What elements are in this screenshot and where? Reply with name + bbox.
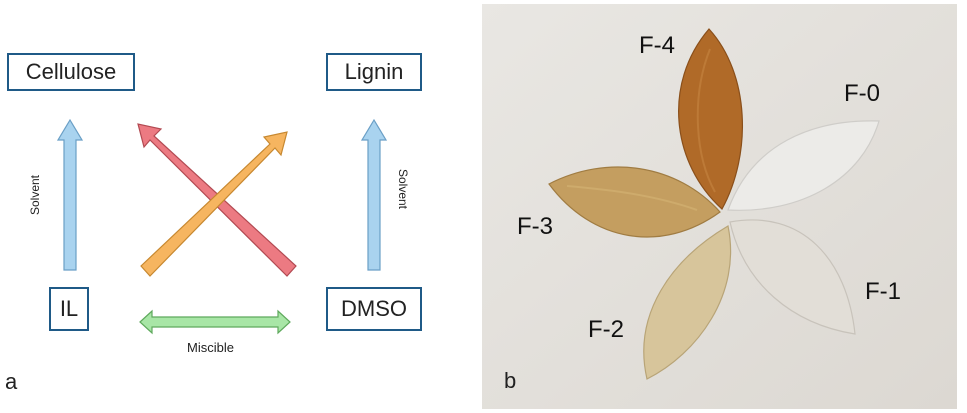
solvent-arrow-left: [56, 118, 84, 271]
films-photo: [482, 4, 957, 409]
lignin-label: Lignin: [344, 59, 404, 84]
film-label-f2: F-2: [588, 316, 624, 343]
miscible-arrow: [139, 309, 291, 335]
dmso-label: DMSO: [341, 296, 407, 321]
film-f1: [729, 219, 856, 335]
solvent-label-right: Solvent: [396, 168, 411, 210]
panel-b-photo: F-4 F-0 F-3 F-1 F-2 b: [482, 4, 957, 409]
film-f2: [643, 225, 732, 380]
film-f3: [548, 166, 721, 238]
il-box: IL: [49, 287, 89, 331]
film-label-f4: F-4: [639, 32, 675, 59]
panel-b-letter: b: [504, 368, 517, 393]
solvent-label-left: Solvent: [28, 174, 43, 216]
cellulose-box: Cellulose: [7, 53, 135, 91]
film-label-f1: F-1: [865, 278, 901, 305]
il-label: IL: [59, 296, 79, 321]
cellulose-label: Cellulose: [25, 59, 117, 84]
film-f0: [727, 120, 880, 211]
film-f4: [678, 28, 743, 210]
panel-a-diagram: Cellulose Lignin IL DMSO Solvent Solvent…: [0, 0, 480, 413]
orange-diagonal-arrow: [140, 131, 288, 277]
film-label-f3: F-3: [517, 213, 553, 240]
solvent-arrow-right: [360, 118, 388, 271]
dmso-box: DMSO: [326, 287, 422, 331]
panel-a-letter: a: [5, 369, 18, 394]
arrow-layer: [56, 118, 388, 335]
miscible-label: Miscible: [187, 340, 234, 355]
film-label-f0: F-0: [844, 80, 880, 107]
lignin-box: Lignin: [326, 53, 422, 91]
